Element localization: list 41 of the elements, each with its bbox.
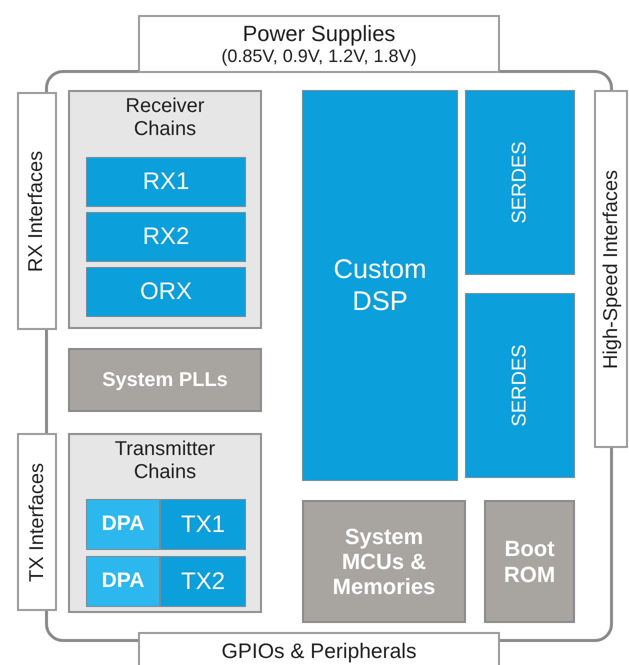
label-box [17,433,57,611]
block-box [86,499,160,550]
block-label: (0.85V, 0.9V, 1.2V, 1.8V) [221,46,417,67]
block-label: System PLLs [102,368,228,392]
block-label: ORX [140,278,192,306]
block-box [86,212,246,262]
block-label: DPA [102,569,144,594]
block-box [302,500,466,623]
block-label: SERDES [508,141,532,224]
block-box [160,556,246,607]
block-label: TX2 [180,568,225,596]
block-box [465,90,575,275]
block-label: DPA [102,512,144,537]
label-box [138,632,500,665]
block-box [465,293,575,478]
block-label: RX Interfaces [26,150,48,272]
block-label: System MCUs & Memories [332,524,436,600]
block-box [160,499,246,550]
label-box [138,15,500,73]
block-box [86,556,160,607]
block-label: Boot ROM [502,536,556,587]
block-label: Custom DSP [332,254,428,317]
block-label: High-Speed Interfaces [600,170,622,368]
label-box [594,90,628,448]
block-label: RX1 [142,168,190,196]
block-label: Power Supplies [242,21,396,46]
block-label: Transmitter Chains [114,438,216,484]
group-panel [68,90,262,329]
group-panel [68,433,262,613]
block-box [302,90,458,481]
block-label: RX2 [142,223,190,251]
block-box [484,500,575,623]
block-label: GPIOs & Peripherals [222,640,416,664]
block-label: SERDES [508,344,532,427]
block-box [86,157,246,207]
block-label: Receiver Chains [124,95,206,141]
label-box [17,92,57,330]
block-box [86,267,246,317]
block-box [68,348,262,412]
block-label: TX1 [180,510,225,538]
block-label: TX Interfaces [26,462,48,582]
